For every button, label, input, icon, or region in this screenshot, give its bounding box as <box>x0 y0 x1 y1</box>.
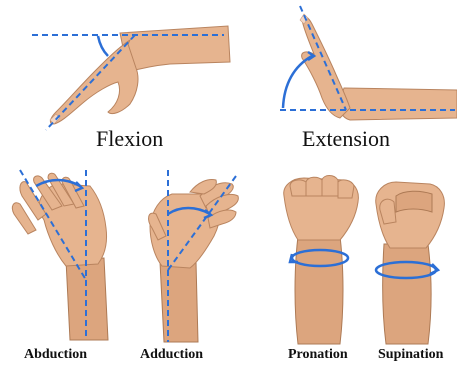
flexion-label: Flexion <box>96 126 163 151</box>
extension-label: Extension <box>302 126 390 151</box>
flexion-angle-arc <box>98 36 108 56</box>
supination-forearm <box>383 244 431 344</box>
adduction-panel: Adduction <box>140 170 238 362</box>
pronation-panel: Pronation <box>284 176 359 363</box>
flexion-panel: Flexion <box>32 26 230 151</box>
adduction-forearm <box>160 262 198 342</box>
abduction-label: Abduction <box>24 347 87 362</box>
supination-panel: Supination <box>376 182 445 362</box>
abduction-panel: Abduction <box>12 170 108 362</box>
extension-panel: Extension <box>280 6 457 151</box>
flexion-forearm <box>120 26 230 72</box>
adduction-label: Adduction <box>140 347 203 362</box>
pronation-label: Pronation <box>288 347 348 362</box>
supination-label: Supination <box>378 347 444 362</box>
extension-forearm <box>339 88 457 120</box>
